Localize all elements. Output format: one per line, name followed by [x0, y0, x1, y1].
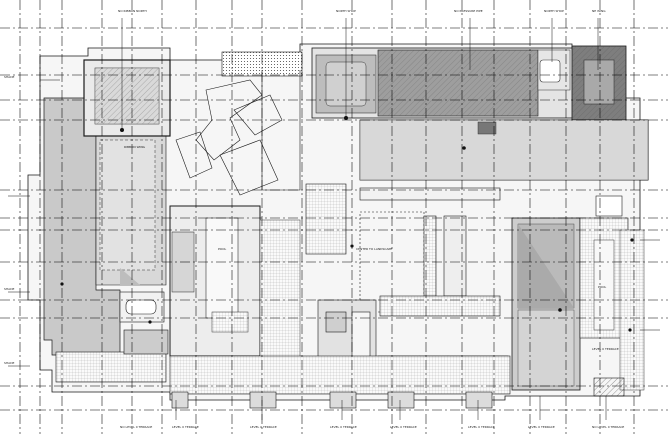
- reference-markers: [60, 116, 634, 332]
- label-side-2: SHADE: [4, 287, 15, 291]
- label-top-3: NO PRESSURE PIPE: [454, 9, 483, 13]
- east-band: [359, 119, 649, 181]
- northwest-block: [83, 59, 171, 137]
- pool-left-block: [169, 205, 301, 371]
- label-top-2: NORTH SHOP: [336, 9, 356, 13]
- annotation-labels: NO RIBBON NORTH NORTH SHOP NO PRESSURE P…: [4, 9, 624, 429]
- leader-lines: [8, 18, 660, 420]
- south-terraces: [55, 291, 625, 409]
- label-top-1: NO RIBBON NORTH: [118, 9, 147, 13]
- label-side-1: SHADE: [4, 75, 15, 79]
- label-mid-left: RIBBON WING: [124, 145, 146, 149]
- label-center-note: CENTER TO LANDSCAPE: [356, 247, 392, 251]
- east-stair: [539, 59, 561, 83]
- label-bottom-8: NO LEVEL 0 TERRACE: [592, 425, 624, 429]
- label-top-4: NORTH SHOP: [544, 9, 564, 13]
- label-bottom-7: LEVEL 0 TERRACE: [528, 425, 555, 429]
- west-wing: [43, 97, 167, 356]
- label-bottom-2: LEVEL 0 TERRACE: [172, 425, 199, 429]
- label-bottom-5: LEVEL 0 TERRACE: [390, 425, 417, 429]
- label-pool-left: POOL: [218, 247, 227, 251]
- label-top-5: NE WING: [592, 9, 606, 13]
- label-bottom-4: LEVEL 0 TERRACE: [330, 425, 357, 429]
- label-side-3: SHADE: [4, 361, 15, 365]
- label-pool-right: POOL: [598, 285, 607, 289]
- label-bottom-6: LEVEL 0 TERRACE: [468, 425, 495, 429]
- label-bottom-1: NO LEVEL 0 TERRACE: [120, 425, 152, 429]
- label-right-wing: LEVEL 0 TERRACE: [592, 347, 619, 351]
- label-bottom-3: LEVEL 0 TERRACE: [250, 425, 277, 429]
- east-pool-block: [511, 195, 645, 391]
- northeast-band: [311, 45, 627, 121]
